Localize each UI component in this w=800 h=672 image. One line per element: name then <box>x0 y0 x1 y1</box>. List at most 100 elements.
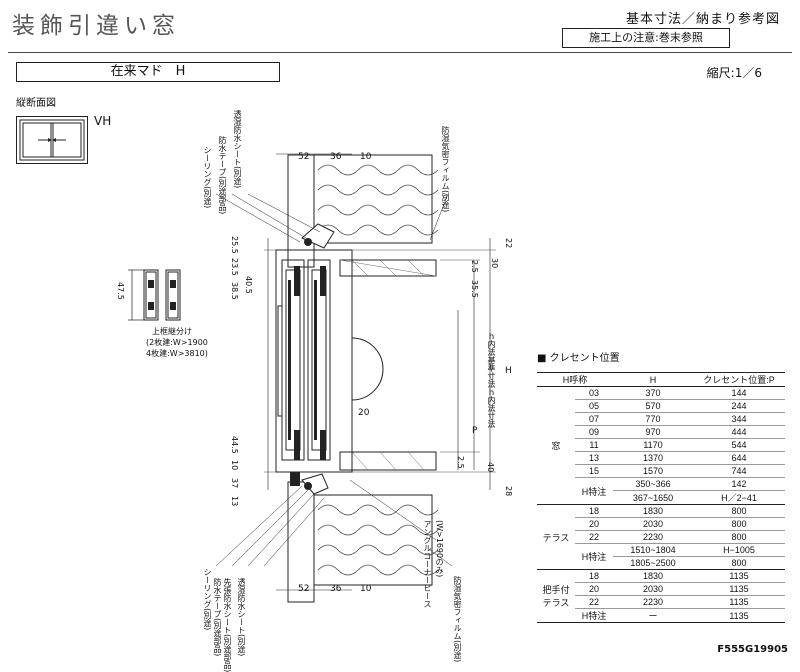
right-dim-2-5-top: 2.5 <box>470 260 479 273</box>
callout-angle-corner-condition: (W>1690のみ) <box>435 520 444 578</box>
scale-label: 縮尺:1／6 <box>706 66 762 80</box>
subtitle: 基本寸法／納まり参考図 <box>625 12 780 27</box>
table-cell: 15 <box>575 464 613 478</box>
table-cell: H特注 <box>575 543 613 570</box>
table-cell: 544 <box>693 438 785 452</box>
table-cell: H特注 <box>575 608 613 623</box>
page-title: 装飾引違い窓 <box>12 13 180 39</box>
left-dim-40-5: 40.5 <box>244 276 253 294</box>
table-cell: 2230 <box>613 595 693 609</box>
left-dim-44-5: 44.5 <box>230 436 239 454</box>
header-divider <box>8 52 792 53</box>
bottom-dim-36: 36 <box>330 584 342 594</box>
dim-H: H <box>505 366 512 376</box>
table-cell: 1135 <box>693 582 785 596</box>
table-cell: 22 <box>575 530 613 544</box>
table-cell: 244 <box>693 399 785 413</box>
inner-size-label: ｈ内法基準寸法ｈ内法寸法 <box>487 332 496 428</box>
callout-vapor-film-bottom: 防湿気密フィルム(別途) <box>453 576 462 663</box>
detail-caption-1: 上框継分け <box>152 327 192 336</box>
table-cell: 2030 <box>613 582 693 596</box>
table-cell: 350~366 <box>613 477 693 491</box>
table-cell: 142 <box>693 477 785 491</box>
crescent-title: ■ クレセント位置 <box>537 353 620 364</box>
table-cell: 1135 <box>693 595 785 609</box>
callout-sealing-top: シーリング(別途) <box>203 146 212 209</box>
table-cell: 970 <box>613 425 693 439</box>
table-cell: 770 <box>613 412 693 426</box>
callout-pre-waterproof-sheet: 先張防水シート(別途部品) <box>223 578 232 672</box>
left-dim-25-5: 25.5 <box>230 236 239 254</box>
bottom-dim-10: 10 <box>360 584 372 594</box>
callout-breathable-sheet-top: 透湿防水シート(別途) <box>233 110 242 189</box>
table-cell: 1510~1804 <box>613 543 693 557</box>
bottom-dim-52: 52 <box>298 584 310 594</box>
table-cell: 370 <box>613 386 693 400</box>
table-cell: 800 <box>693 504 785 518</box>
left-dim-23-5: 23.5 <box>230 258 239 276</box>
detail-dimension: 47.5 <box>116 282 125 300</box>
dim-20: 20 <box>358 408 370 418</box>
table-cell: 800 <box>693 556 785 570</box>
joint-detail-drawing <box>128 269 181 321</box>
table-cell: 22 <box>575 595 613 609</box>
detail-caption-3: 4枚建:W>3810) <box>146 349 208 358</box>
table-cell: H／2−41 <box>693 490 785 505</box>
right-dim-40: 40 <box>486 462 495 473</box>
col-position: クレセント位置:P <box>693 372 785 387</box>
window-type-icon <box>16 116 88 164</box>
table-cell: 18 <box>575 504 613 518</box>
table-cell: 2230 <box>613 530 693 544</box>
table-cell: 13 <box>575 451 613 465</box>
callout-waterproof-tape-top: 防水テープ(別途部品) <box>218 136 227 215</box>
table-cell: H特注 <box>575 477 613 505</box>
table-cell: 18 <box>575 569 613 583</box>
left-dim-13: 13 <box>230 496 239 507</box>
callout-breathable-sheet-bottom: 透湿防水シート(別途) <box>237 578 246 657</box>
table-cell: 644 <box>693 451 785 465</box>
table-cell: 2030 <box>613 517 693 531</box>
table-cell: 344 <box>693 412 785 426</box>
group-label: 把手付テラス <box>537 569 575 623</box>
right-dim-2-5-bottom: 2.5 <box>456 456 465 469</box>
table-cell: 444 <box>693 425 785 439</box>
group-label: 窓 <box>537 386 575 505</box>
table-cell: 20 <box>575 582 613 596</box>
table-cell: 1135 <box>693 608 785 623</box>
callout-angle-corner-piece: アングルコーナーピース <box>423 520 432 608</box>
construction-note: 施工上の注意:巻末参照 <box>562 28 730 48</box>
col-h-name: H呼称 <box>537 372 613 387</box>
col-h: H <box>613 372 693 387</box>
table-cell: 03 <box>575 386 613 400</box>
table-cell: 1570 <box>613 464 693 478</box>
group-label: テラス <box>537 504 575 570</box>
right-dim-30: 30 <box>490 258 499 269</box>
top-dim-36: 36 <box>330 152 342 162</box>
table-cell: 570 <box>613 399 693 413</box>
drawing-code: F555G19905 <box>717 644 788 655</box>
dim-P: P <box>472 426 478 436</box>
right-dim-35-5: 35.5 <box>470 280 479 298</box>
table-cell: ー <box>613 608 693 623</box>
table-cell: 1830 <box>613 504 693 518</box>
table-cell: 11 <box>575 438 613 452</box>
right-dim-28: 28 <box>504 486 513 497</box>
callout-vapor-film-top: 防湿気密フィルム(別途) <box>441 126 450 213</box>
table-cell: 744 <box>693 464 785 478</box>
top-dim-52: 52 <box>298 152 310 162</box>
detail-caption-2: (2枚建:W>1900 <box>146 338 208 347</box>
table-cell: 1170 <box>613 438 693 452</box>
table-cell: 1135 <box>693 569 785 583</box>
table-cell: 800 <box>693 530 785 544</box>
left-dim-37: 37 <box>230 478 239 489</box>
right-dim-22: 22 <box>504 238 513 249</box>
top-dim-10: 10 <box>360 152 372 162</box>
left-dim-10: 10 <box>230 460 239 471</box>
callout-waterproof-tape-bottom: 防水テープ(別途部品) <box>213 578 222 657</box>
table-cell: 1370 <box>613 451 693 465</box>
table-cell: 1805~2500 <box>613 556 693 570</box>
window-type-code: VH <box>94 114 112 128</box>
table-cell: 05 <box>575 399 613 413</box>
vertical-section-drawing <box>215 153 496 603</box>
